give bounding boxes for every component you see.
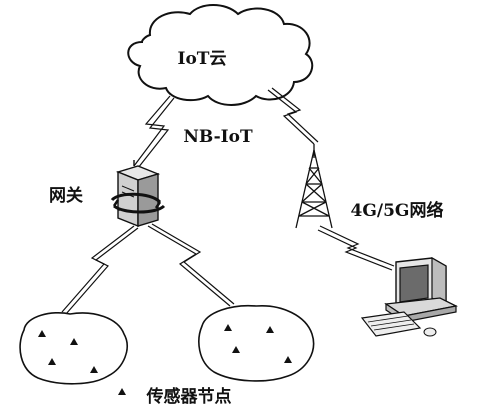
sensor-node xyxy=(224,324,232,331)
sensor-node xyxy=(284,356,292,363)
lightning-link-gateway-right-cluster xyxy=(147,223,235,307)
sensor-node xyxy=(266,326,274,333)
cloud-icon xyxy=(127,4,314,106)
sensor-node xyxy=(38,330,46,337)
network-label: 4G/5G网络 xyxy=(351,200,444,221)
sensor-cluster-right xyxy=(198,304,315,382)
gateway-label: 网关 xyxy=(49,185,83,206)
sensor-node xyxy=(232,346,240,353)
desktop-computer-icon xyxy=(360,256,459,337)
legend-label: 传感器节点 xyxy=(146,386,232,407)
link-label: NB-IoT xyxy=(183,127,253,147)
lightning-link-tower-computer xyxy=(317,225,395,271)
sensor-cluster-left xyxy=(19,312,128,385)
sensor-node xyxy=(90,366,98,373)
cell-tower-icon xyxy=(295,144,333,229)
gateway-server-icon xyxy=(110,160,166,228)
triangle-sensor-icon xyxy=(118,388,126,395)
cloud-label: IoT云 xyxy=(178,49,227,69)
lightning-link-cloud-tower xyxy=(267,87,319,145)
sensor-node xyxy=(48,358,56,365)
sensor-node xyxy=(70,338,78,345)
lightning-link-gateway-left-cluster xyxy=(61,225,139,315)
lightning-link-cloud-gateway xyxy=(133,95,175,169)
